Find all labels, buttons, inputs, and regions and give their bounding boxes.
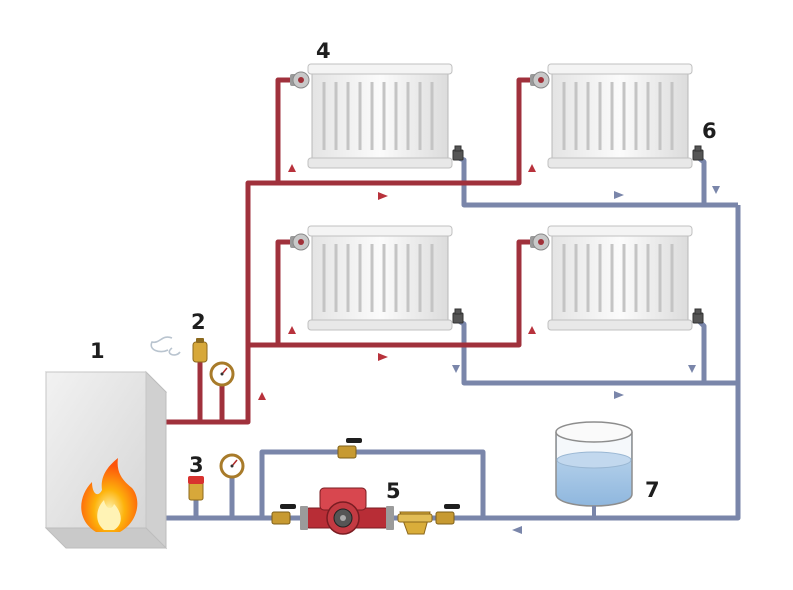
valve-icon <box>692 145 704 161</box>
ball-valve-icon <box>337 438 362 459</box>
label-boiler: 1 <box>90 339 105 363</box>
valve-icon <box>530 71 550 89</box>
arrow-icon <box>378 353 388 361</box>
arrow-icon <box>512 526 522 534</box>
steam-icon <box>150 336 181 356</box>
radiator-top-right <box>547 63 693 169</box>
ball-valve-icon <box>271 504 296 525</box>
label-expansion-tank: 7 <box>645 478 660 502</box>
ball-valve-icon <box>435 504 460 525</box>
flow-arrows <box>258 164 720 534</box>
arrow-icon <box>528 164 536 172</box>
label-air-vent: 2 <box>191 310 206 334</box>
valve-icon <box>290 233 310 251</box>
arrow-icon <box>614 191 624 199</box>
arrow-icon <box>288 326 296 334</box>
gauge-icon <box>209 361 235 387</box>
arrow-icon <box>528 326 536 334</box>
safety-valve <box>188 476 204 501</box>
label-safety-valve: 3 <box>189 453 204 477</box>
circulation-pump <box>300 487 394 535</box>
flame-icon <box>81 458 138 532</box>
valve-icon <box>290 71 310 89</box>
air-vent <box>192 338 208 363</box>
label-pump: 5 <box>386 479 401 503</box>
valve-icon <box>452 145 464 161</box>
boiler <box>44 370 168 550</box>
arrow-icon <box>712 186 720 194</box>
supply-pipes <box>165 77 532 425</box>
return-valves <box>452 145 704 324</box>
label-radiator-valve: 4 <box>316 39 331 63</box>
arrow-icon <box>258 392 266 400</box>
arrow-icon <box>452 365 460 373</box>
radiator-bottom-left <box>307 225 453 331</box>
arrow-icon <box>614 391 624 399</box>
gauge-icon <box>219 453 245 479</box>
arrow-icon <box>378 192 388 200</box>
strainer <box>397 511 433 535</box>
expansion-tank <box>555 421 633 518</box>
arrow-icon <box>288 164 296 172</box>
valve-icon <box>692 308 704 324</box>
label-return-valve: 6 <box>702 119 717 143</box>
valve-icon <box>452 308 464 324</box>
radiator-top-left <box>307 63 453 169</box>
radiator-bottom-right <box>547 225 693 331</box>
return-pipes <box>165 155 741 521</box>
thermostatic-valves <box>290 71 550 251</box>
arrow-icon <box>688 365 696 373</box>
valve-icon <box>530 233 550 251</box>
